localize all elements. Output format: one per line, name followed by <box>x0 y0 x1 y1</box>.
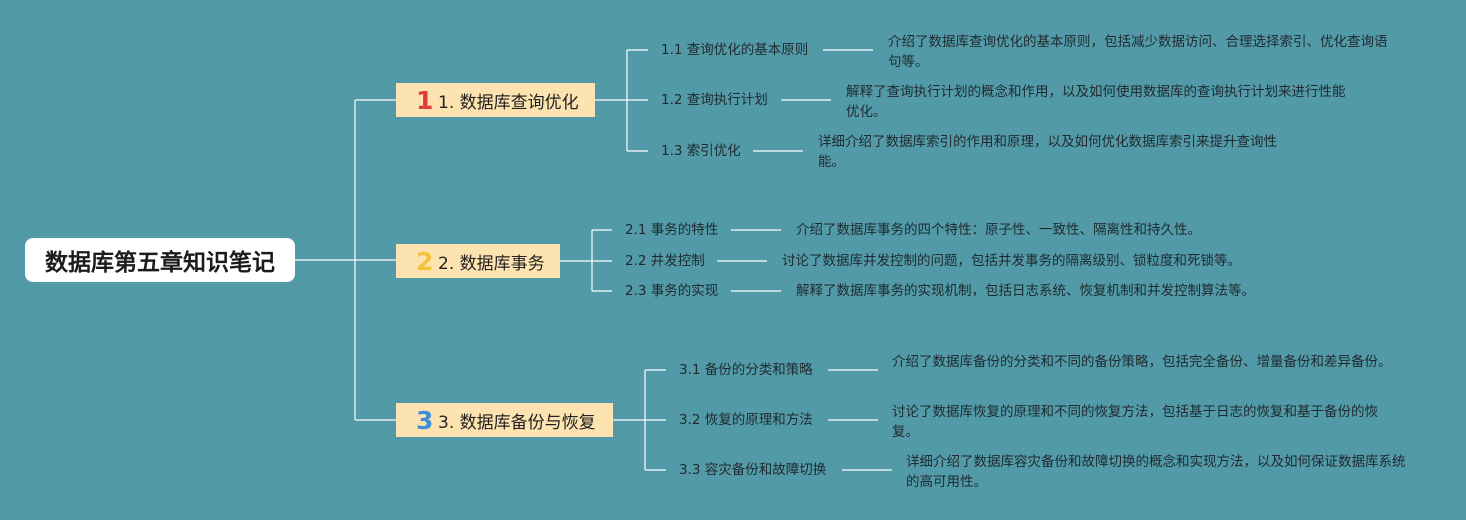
number-two-icon: 2 <box>416 246 434 276</box>
subtopic-1-1[interactable]: 1.1 查询优化的基本原则 <box>661 42 809 58</box>
subtopic-3-1[interactable]: 3.1 备份的分类和策略 <box>679 362 813 378</box>
branch-query-optimization[interactable]: 1 1. 数据库查询优化 <box>396 83 595 117</box>
description-3-3: 详细介绍了数据库容灾备份和故障切换的概念和实现方法，以及如何保证数据库系统的高可… <box>906 454 1406 490</box>
root-topic[interactable]: 数据库第五章知识笔记 <box>25 238 295 282</box>
description-2-3: 解释了数据库事务的实现机制，包括日志系统、恢复机制和并发控制算法等。 <box>796 283 1255 299</box>
subtopic-3-3[interactable]: 3.3 容灾备份和故障切换 <box>679 462 827 478</box>
subtopic-2-1[interactable]: 2.1 事务的特性 <box>625 222 719 238</box>
subtopic-2-2[interactable]: 2.2 并发控制 <box>625 253 705 269</box>
description-3-1: 介绍了数据库备份的分类和不同的备份策略，包括完全备份、增量备份和差异备份。 <box>892 354 1392 370</box>
description-1-1: 介绍了数据库查询优化的基本原则，包括减少数据访问、合理选择索引、优化查询语句等。 <box>888 34 1388 70</box>
number-three-icon: 3 <box>416 405 434 435</box>
description-1-3: 详细介绍了数据库索引的作用和原理，以及如何优化数据库索引来提升查询性能。 <box>818 134 1277 170</box>
description-2-1: 介绍了数据库事务的四个特性：原子性、一致性、隔离性和持久性。 <box>796 222 1201 238</box>
branch-label: 2. 数据库事务 <box>438 253 545 274</box>
branch-transactions[interactable]: 2 2. 数据库事务 <box>396 244 560 278</box>
description-1-2: 解释了查询执行计划的概念和作用，以及如何使用数据库的查询执行计划来进行性能优化。 <box>846 84 1346 120</box>
branch-label: 3. 数据库备份与恢复 <box>438 412 596 433</box>
branch-label: 1. 数据库查询优化 <box>438 92 579 113</box>
subtopic-2-3[interactable]: 2.3 事务的实现 <box>625 283 719 299</box>
number-one-icon: 1 <box>416 85 434 115</box>
subtopic-3-2[interactable]: 3.2 恢复的原理和方法 <box>679 412 813 428</box>
branch-backup-recovery[interactable]: 3 3. 数据库备份与恢复 <box>396 403 613 437</box>
root-title: 数据库第五章知识笔记 <box>45 250 275 276</box>
description-2-2: 讨论了数据库并发控制的问题，包括并发事务的隔离级别、锁粒度和死锁等。 <box>782 253 1241 269</box>
description-3-2: 讨论了数据库恢复的原理和不同的恢复方法，包括基于日志的恢复和基于备份的恢复。 <box>892 404 1378 440</box>
subtopic-1-3[interactable]: 1.3 索引优化 <box>661 143 741 159</box>
subtopic-1-2[interactable]: 1.2 查询执行计划 <box>661 92 768 108</box>
